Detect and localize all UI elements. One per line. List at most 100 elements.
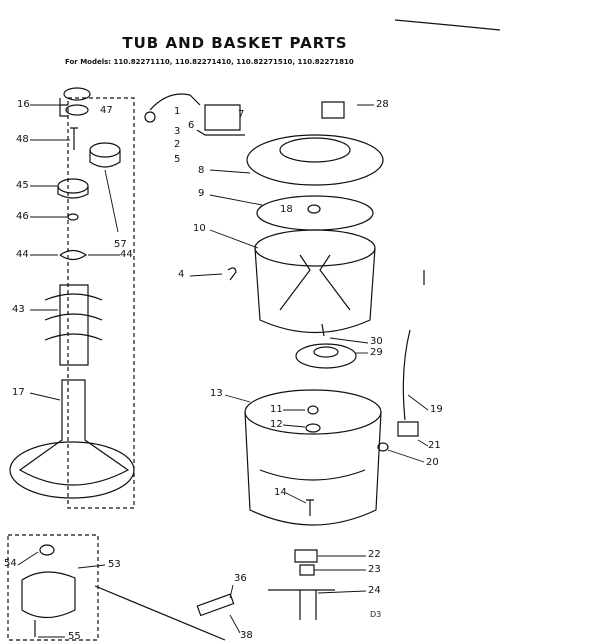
part-label-4: 4 bbox=[178, 269, 185, 280]
part-label-43: 43 bbox=[12, 304, 25, 315]
nut-18 bbox=[308, 205, 320, 213]
part-label-18: 18 bbox=[280, 204, 293, 215]
switch-grommet bbox=[145, 112, 155, 122]
switch-wire bbox=[150, 94, 200, 110]
agitator-cap bbox=[58, 179, 88, 193]
outer-tub-top bbox=[245, 390, 381, 434]
part-label-16: 16 bbox=[17, 99, 30, 110]
seal-12 bbox=[306, 424, 320, 432]
hose-22 bbox=[295, 550, 317, 562]
basket-top bbox=[255, 230, 375, 266]
part-label-10: 10 bbox=[193, 223, 206, 234]
part-label-30: 30 bbox=[370, 336, 383, 347]
part-label-14: 14 bbox=[274, 487, 287, 498]
model-numbers: For Models: 110.82271110, 110.82271410, … bbox=[65, 58, 354, 66]
part-label-44-right: 44 bbox=[120, 249, 133, 260]
part-label-46: 46 bbox=[16, 211, 29, 222]
auger-part bbox=[60, 285, 88, 365]
switch-bracket bbox=[197, 130, 245, 135]
clip-4 bbox=[228, 268, 236, 280]
bolt-part bbox=[70, 128, 78, 150]
washer-20 bbox=[378, 443, 388, 451]
part-label-29: 29 bbox=[370, 347, 383, 358]
leader-36 bbox=[230, 585, 233, 598]
dogs-part-top bbox=[90, 143, 120, 157]
part-label-19: 19 bbox=[430, 404, 443, 415]
leader-14 bbox=[286, 493, 306, 503]
switch-part bbox=[205, 105, 240, 130]
agitator-skirt bbox=[10, 442, 134, 498]
leader-8 bbox=[210, 170, 250, 173]
leader-10 bbox=[210, 230, 258, 248]
leader-12 bbox=[283, 425, 305, 427]
seal-part bbox=[66, 105, 88, 115]
cover-28 bbox=[322, 102, 344, 118]
part-label-3: 3 bbox=[174, 126, 181, 137]
leader-38 bbox=[230, 615, 240, 633]
left-assembly-frame bbox=[68, 98, 134, 508]
leader-20 bbox=[388, 450, 424, 462]
leader-13 bbox=[225, 395, 250, 402]
part-label-13: 13 bbox=[210, 388, 223, 399]
hub-29 bbox=[296, 344, 356, 368]
part-label-11: 11 bbox=[270, 404, 283, 415]
leader-9 bbox=[210, 195, 262, 205]
part-label-47: 47 bbox=[100, 105, 113, 116]
leader-53 bbox=[78, 565, 105, 568]
hose-19 bbox=[403, 270, 424, 420]
part-label-8: 8 bbox=[198, 165, 205, 176]
leader-57 bbox=[105, 170, 118, 232]
pipe-36 bbox=[197, 594, 233, 615]
tub-ring-opening bbox=[280, 138, 350, 162]
basket-drive bbox=[280, 255, 350, 310]
pump-line bbox=[95, 586, 225, 640]
part-label-1: 1 bbox=[174, 106, 181, 117]
leader-30 bbox=[330, 338, 368, 343]
part-label-7: 7 bbox=[238, 109, 245, 120]
part-label-53: 53 bbox=[108, 559, 121, 570]
dogs-part-body bbox=[90, 150, 120, 167]
part-label-24: 24 bbox=[368, 585, 381, 596]
cap-54 bbox=[40, 545, 54, 555]
clamp-23 bbox=[300, 565, 314, 575]
ring-part bbox=[60, 251, 86, 260]
part-label-54: 54 bbox=[4, 558, 17, 569]
basket-body bbox=[255, 248, 375, 333]
part-label-48: 48 bbox=[16, 134, 29, 145]
part-label-17: 17 bbox=[12, 387, 25, 398]
diagram-code: D3 bbox=[370, 610, 382, 619]
part-label-38: 38 bbox=[240, 630, 253, 641]
leader-24 bbox=[318, 591, 366, 593]
header-stroke bbox=[395, 20, 500, 30]
leader-4 bbox=[190, 274, 222, 276]
part-label-28: 28 bbox=[376, 99, 389, 110]
screw-30 bbox=[322, 324, 324, 336]
outer-tub-body bbox=[245, 412, 381, 525]
part-label-20: 20 bbox=[426, 457, 439, 468]
part-label-57: 57 bbox=[114, 239, 127, 250]
leader-21 bbox=[418, 440, 428, 446]
hub-29-inner bbox=[314, 347, 338, 357]
part-label-45: 45 bbox=[16, 180, 29, 191]
auger-flights bbox=[45, 294, 102, 340]
pump-53 bbox=[22, 572, 75, 618]
leader-19 bbox=[408, 395, 428, 410]
leader-54 bbox=[18, 552, 38, 565]
part-label-23: 23 bbox=[368, 564, 381, 575]
leader-17 bbox=[30, 393, 60, 400]
agitator-cap-body bbox=[58, 186, 88, 198]
part-label-9: 9 bbox=[198, 188, 205, 199]
agitator-base bbox=[20, 380, 128, 485]
washer-part bbox=[68, 214, 78, 220]
bolt-14 bbox=[306, 500, 314, 516]
valve-21 bbox=[398, 422, 418, 436]
part-label-5: 5 bbox=[174, 154, 181, 165]
part-label-6: 6 bbox=[188, 120, 195, 131]
bracket-16 bbox=[60, 98, 68, 116]
part-label-22: 22 bbox=[368, 549, 381, 560]
cap-part bbox=[64, 88, 90, 100]
outer-tub-floor bbox=[260, 470, 365, 480]
diagram-title: TUB AND BASKET PARTS bbox=[122, 34, 348, 52]
